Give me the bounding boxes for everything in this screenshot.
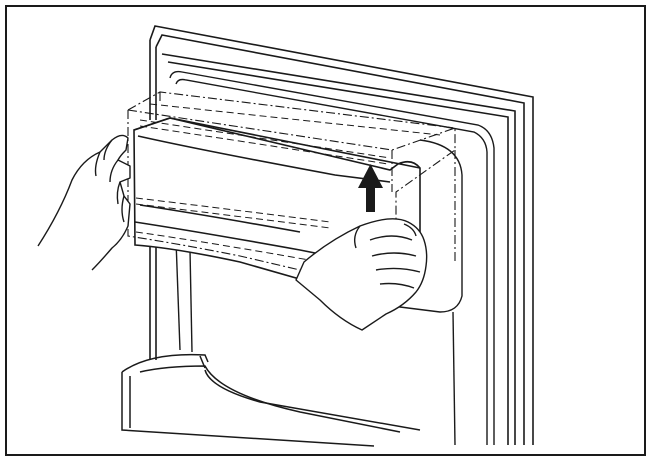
left-hand <box>37 134 131 271</box>
lower-door-bin <box>121 353 421 447</box>
door-liner <box>169 70 495 446</box>
frame-border <box>5 5 646 456</box>
bin-raised-dashes <box>135 103 441 263</box>
right-hand <box>295 218 428 331</box>
door-gasket <box>149 25 534 445</box>
up-arrow-icon <box>358 164 383 212</box>
bin-raised-outline <box>127 91 456 271</box>
arrow-head <box>358 164 383 188</box>
arrow-shaft <box>366 186 375 212</box>
